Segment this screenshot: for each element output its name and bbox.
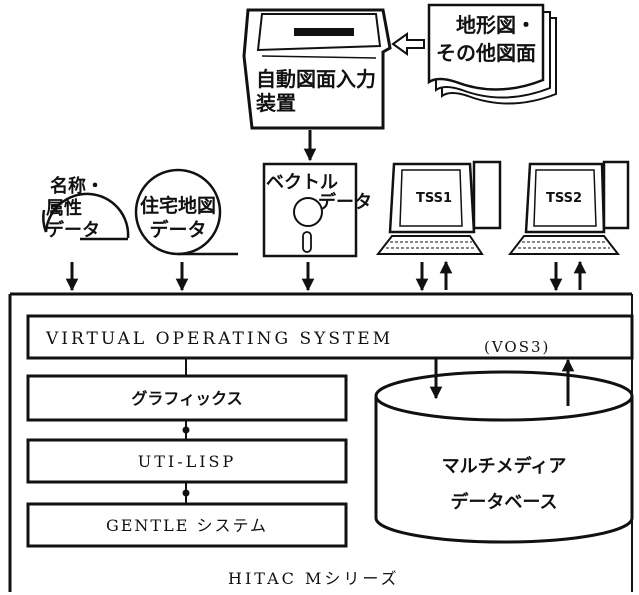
flow-arrows xyxy=(65,130,587,406)
device-label-line2: 装置 xyxy=(255,91,296,115)
os-version: (VOS3) xyxy=(484,338,550,356)
lisp-layer-box: UTI-LISP xyxy=(26,438,348,484)
vector-data-line2: データ xyxy=(318,191,372,213)
gentle-layer-box: GENTLE システム xyxy=(26,502,348,548)
auto-drawing-input-device: 自動図面入力 装置 xyxy=(242,8,392,130)
device-label-line1: 自動図面入力 xyxy=(256,67,376,91)
gentle-label: GENTLE システム xyxy=(106,516,268,535)
topographic-maps-stack: 地形図・ その他図面 xyxy=(427,3,557,105)
terminal-tss2: TSS2 xyxy=(507,160,630,255)
terminal-tss1: TSS1 xyxy=(375,160,502,255)
attribute-data-line1: 名称・ xyxy=(50,175,104,197)
lisp-label: UTI-LISP xyxy=(138,452,237,471)
housing-map-data-disk: 住宅地図 データ xyxy=(134,168,238,256)
attribute-data-disk: 名称・ 属性 データ xyxy=(42,175,130,241)
hollow-arrow-icon xyxy=(391,32,425,56)
attribute-data-line3: データ xyxy=(46,219,100,241)
os-name: VIRTUAL OPERATING SYSTEM xyxy=(45,329,393,349)
graphics-layer-box: グラフィックス xyxy=(26,374,348,422)
vector-data-line1: ベクトル xyxy=(266,172,338,193)
database-label-line2: データベース xyxy=(450,491,557,513)
graphics-label: グラフィックス xyxy=(131,389,242,408)
maps-label-line2: その他図面 xyxy=(436,41,536,65)
housing-data-line2: データ xyxy=(149,218,206,241)
tss1-label: TSS1 xyxy=(416,191,452,206)
database-label-line1: マルチメディア xyxy=(442,455,567,477)
os-layer-box: VIRTUAL OPERATING SYSTEM (VOS3) xyxy=(26,314,634,360)
vector-data-floppy: ベクトル データ xyxy=(262,162,372,258)
tss2-label: TSS2 xyxy=(546,191,582,206)
maps-label-line1: 地形図・ xyxy=(456,13,536,37)
machine-label: HITAC Mシリーズ xyxy=(228,569,400,588)
layer-connectors xyxy=(182,358,190,504)
device-slot xyxy=(294,28,354,36)
housing-data-line1: 住宅地図 xyxy=(140,194,216,217)
multimedia-database-cylinder: マルチメディア データベース xyxy=(374,370,634,544)
attribute-data-line2: 属性 xyxy=(46,197,82,219)
